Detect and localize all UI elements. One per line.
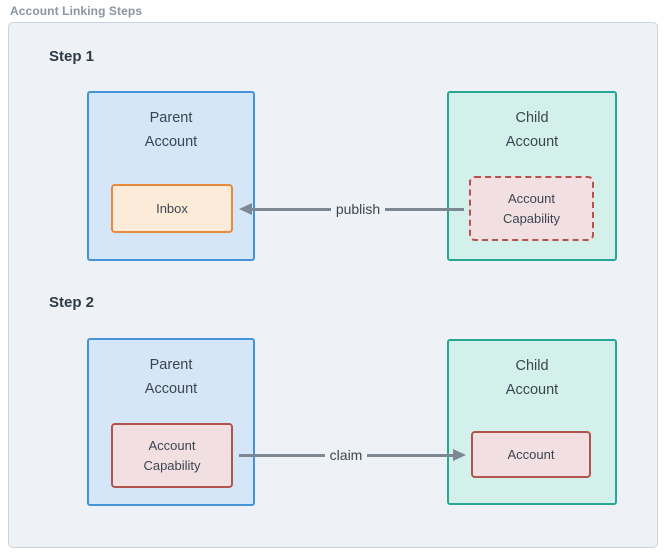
step1-inbox-label: Inbox: [156, 200, 188, 216]
step2-parent-account-node: Parent Account Account Capability: [87, 338, 255, 506]
step2-account-capability-node: Account Capability: [111, 423, 233, 488]
diagram-title: Account Linking Steps: [10, 4, 143, 18]
step2-child-account-node: Child Account Account: [447, 339, 617, 505]
arrow-shaft: [385, 207, 464, 211]
arrow-shaft: [367, 453, 454, 457]
step-1-label: Step 1: [49, 48, 95, 65]
step2-parent-account-title: Parent Account: [144, 357, 198, 397]
step2-child-account-title: Child Account: [505, 358, 559, 398]
step1-child-account-node: Child Account Account Capability: [447, 91, 617, 261]
step1-parent-account-node: Parent Account Inbox: [87, 91, 255, 261]
step1-child-account-title: Child Account: [505, 110, 559, 150]
arrow-shaft: [252, 207, 331, 211]
arrowhead-right-icon: [453, 449, 467, 461]
step1-inbox-node: Inbox: [111, 184, 233, 233]
claim-arrow-label: claim: [329, 447, 363, 463]
step1-account-capability-label: Account Capability: [502, 190, 561, 226]
step1-parent-account-title: Parent Account: [144, 110, 198, 150]
step2-account-node: Account: [471, 431, 591, 478]
claim-arrow: claim: [239, 446, 467, 464]
publish-arrow-label: publish: [335, 201, 381, 217]
step2-account-label: Account: [507, 446, 555, 462]
diagram-panel: Step 1 Parent Account Inbox Child Accoun…: [8, 22, 658, 548]
arrow-shaft: [239, 453, 325, 457]
step1-account-capability-node: Account Capability: [469, 176, 594, 241]
step-2-label: Step 2: [49, 294, 95, 311]
step2-account-capability-label: Account Capability: [143, 437, 201, 473]
publish-arrow: publish: [239, 200, 464, 218]
arrowhead-left-icon: [239, 203, 252, 215]
